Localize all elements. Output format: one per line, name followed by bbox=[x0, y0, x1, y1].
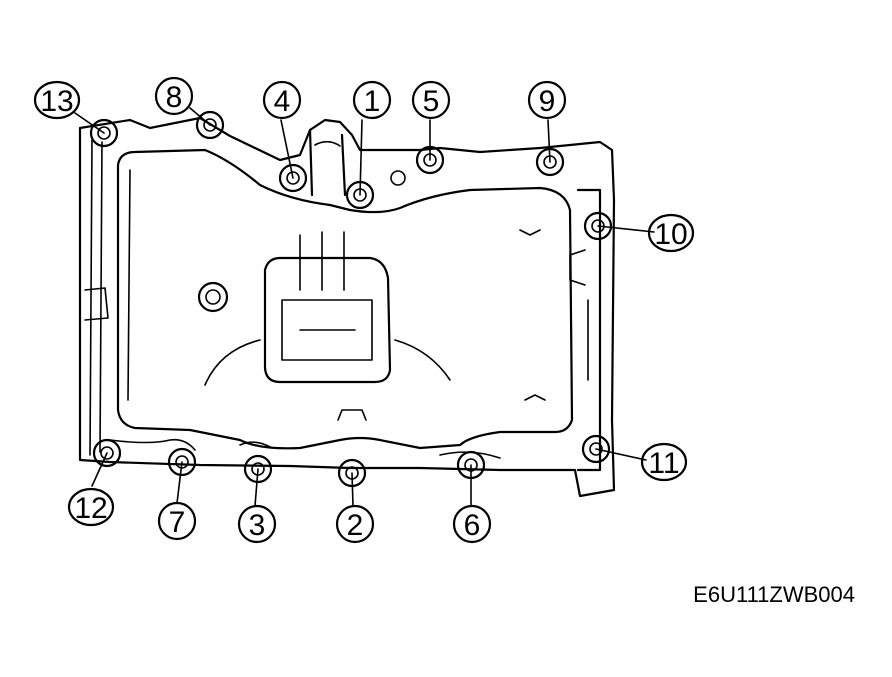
figure-code: E6U111ZWB004 bbox=[693, 582, 855, 607]
oil-pan-outline bbox=[78, 116, 616, 498]
bolt-11 bbox=[581, 434, 611, 464]
bolt-12 bbox=[92, 438, 122, 468]
callout-3-label: 3 bbox=[249, 509, 266, 542]
callout-13-label: 13 bbox=[40, 85, 73, 118]
bolt-7 bbox=[167, 447, 197, 477]
callout-9-label: 9 bbox=[539, 85, 556, 118]
bolt-13 bbox=[89, 118, 119, 148]
bolt-9 bbox=[535, 147, 565, 177]
callout-9: 9 bbox=[527, 80, 567, 120]
callout-6: 6 bbox=[452, 504, 492, 544]
callout-3: 3 bbox=[237, 504, 277, 544]
callout-11-label: 11 bbox=[648, 447, 679, 480]
callout-4-label: 4 bbox=[274, 85, 291, 118]
callout-5: 5 bbox=[411, 80, 451, 120]
bolt-2 bbox=[337, 458, 367, 488]
callout-13: 13 bbox=[33, 80, 81, 120]
callout-7: 7 bbox=[157, 501, 197, 541]
callout-4: 4 bbox=[262, 80, 302, 120]
callout-7-label: 7 bbox=[169, 506, 186, 539]
callout-12: 12 bbox=[67, 487, 115, 527]
callout-2-label: 2 bbox=[347, 509, 364, 542]
callout-11: 11 bbox=[640, 442, 688, 482]
callout-1: 1 bbox=[352, 80, 392, 120]
callout-10-label: 10 bbox=[654, 218, 687, 251]
bolt-5 bbox=[415, 145, 445, 175]
leader-lines bbox=[74, 107, 655, 507]
bolt-4 bbox=[278, 163, 308, 193]
callout-8: 8 bbox=[154, 76, 194, 116]
callout-1-label: 1 bbox=[364, 85, 381, 118]
callout-2: 2 bbox=[335, 504, 375, 544]
callout-8-label: 8 bbox=[166, 81, 183, 114]
callout-12-label: 12 bbox=[74, 492, 107, 525]
bolt-6 bbox=[456, 450, 486, 480]
callout-5-label: 5 bbox=[423, 85, 440, 118]
bolt-3 bbox=[243, 454, 273, 484]
callout-10: 10 bbox=[647, 213, 695, 253]
callout-6-label: 6 bbox=[464, 509, 481, 542]
bolt-1 bbox=[345, 180, 375, 210]
bolt-10 bbox=[583, 211, 613, 241]
bolt-8 bbox=[195, 110, 225, 140]
